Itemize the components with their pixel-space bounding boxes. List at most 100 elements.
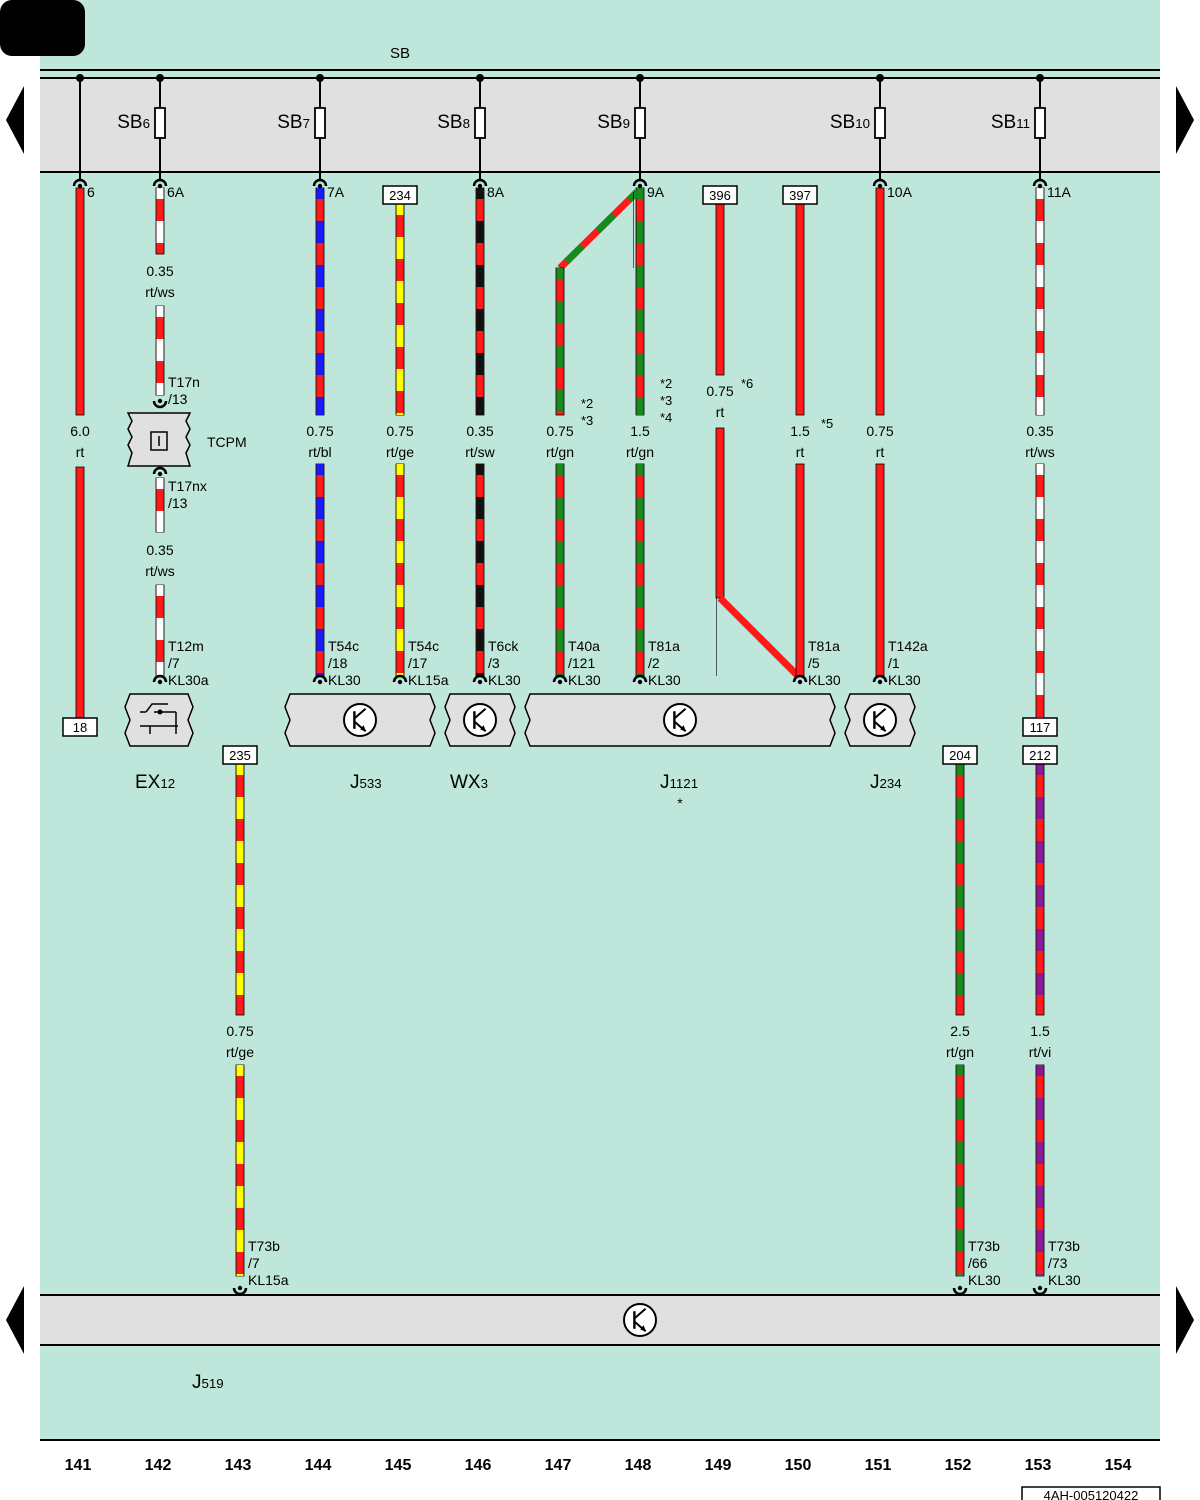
wire151-conn-2: KL30 (888, 672, 921, 688)
wire149-color: rt (716, 404, 725, 420)
fuse-symbol (474, 107, 486, 139)
column-number: 153 (1025, 1457, 1052, 1474)
fuse-band (40, 78, 1160, 172)
ex12-symbol-node (157, 709, 163, 715)
wire152-conn-2: KL30 (968, 1272, 1001, 1288)
wx3-transistor-collector (473, 708, 487, 720)
wire148-note-2: *4 (660, 410, 672, 425)
wire153-top: 11A (1047, 184, 1072, 200)
bus-node (476, 74, 484, 82)
wire153l-conn-1: /73 (1048, 1255, 1068, 1271)
wire142-t17n-conn-1: /13 (168, 391, 188, 407)
pin-T54c-18-dot (317, 679, 323, 685)
pin-T54c-17-dot (397, 679, 403, 685)
wire148-note-0: *2 (660, 376, 672, 391)
wires-layer (75, 187, 1045, 1277)
pin-T81a-5 (792, 674, 808, 683)
wire148-conn-0: T81a (648, 638, 680, 654)
footer-code-box (1021, 1486, 1161, 1500)
box-18-text: 18 (73, 720, 87, 735)
wire146-color: rt/sw (465, 444, 495, 460)
pin-9A-dot (637, 183, 643, 189)
tcpm-icon (150, 431, 168, 451)
j234-transistor (863, 703, 897, 737)
pin-T17n (152, 400, 168, 409)
page-prev-arrow-top[interactable] (6, 86, 24, 154)
column-number: 150 (785, 1457, 812, 1474)
wire147-size: 0.75 (546, 423, 573, 439)
fuse-symbol (634, 107, 646, 139)
wire148-note-1: *3 (660, 393, 672, 408)
page-prev-arrow-bottom[interactable] (6, 1286, 24, 1354)
wire150-size: 1.5 (790, 423, 810, 439)
labels-layer: 66.0rt6A0.35rt/wsT17n/13TCPMT17nx/130.35… (70, 184, 1081, 1393)
pin-T17nx-dot (157, 471, 163, 477)
column-number: 142 (145, 1457, 172, 1474)
pin-T73b-73-dot (1037, 1285, 1043, 1291)
wire144-color: rt/bl (308, 444, 331, 460)
bus-label: SB (390, 45, 410, 62)
wire142b-color: rt/ws (145, 563, 175, 579)
column-number: 141 (65, 1457, 92, 1474)
wire146-size: 0.35 (466, 423, 493, 439)
wire-141a (75, 187, 85, 416)
wire141-top: 6 (87, 184, 95, 200)
box-235-text: 235 (229, 748, 251, 763)
pin-T6ck (472, 674, 488, 683)
wire147-conn-0: T40a (568, 638, 600, 654)
wire143-conn-1: /7 (248, 1255, 260, 1271)
j533-transistor (343, 703, 377, 737)
pin-T81a-5-dot (797, 679, 803, 685)
page-next-arrow-bottom[interactable] (1176, 1286, 1194, 1354)
j519-transistor-collector (633, 1308, 647, 1320)
column-number: 148 (625, 1457, 652, 1474)
pin-10A (872, 178, 888, 187)
wire-147-diag-stripe (557, 189, 640, 271)
wire145-conn-1: /17 (408, 655, 428, 671)
wire-150a (795, 203, 805, 416)
wire151-conn-1: /1 (888, 655, 900, 671)
j519-band (40, 1295, 1160, 1345)
fuse-label: SB10 (830, 112, 870, 133)
pin-11A-dot (1037, 183, 1043, 189)
wire153u-color: rt/ws (1025, 444, 1055, 460)
j519-transistor-arrow (640, 1325, 647, 1332)
component-j1121-note: * (677, 795, 683, 811)
bus-node (76, 74, 84, 82)
column-number: 154 (1105, 1457, 1132, 1474)
component-j234: J234 (870, 772, 902, 793)
page-next-arrow-top[interactable] (1176, 86, 1194, 154)
j519-transistor (623, 1303, 657, 1337)
bus-node (316, 74, 324, 82)
wire153l-size: 1.5 (1030, 1023, 1050, 1039)
ex12-symbol (140, 703, 178, 734)
wire142b-size: 0.35 (146, 542, 173, 558)
fuse-label: SB6 (117, 112, 150, 133)
column-number: 151 (865, 1457, 892, 1474)
j234-transistor-arrow (880, 725, 887, 732)
bus-node (876, 74, 884, 82)
wire141-size: 6.0 (70, 423, 90, 439)
pin-11A (1032, 178, 1048, 187)
bus-node (156, 74, 164, 82)
wire145-conn-2: KL15a (408, 672, 449, 688)
pin-T40a-dot (557, 679, 563, 685)
wire150-conn-1: /5 (808, 655, 820, 671)
wire143-color: rt/ge (226, 1044, 254, 1060)
wire-150b (795, 463, 805, 677)
wire142-t17nx-conn-0: T17nx (168, 478, 207, 494)
pin-T17nx (152, 466, 168, 475)
wire152-size: 2.5 (950, 1023, 970, 1039)
wire142-top: 6A (167, 184, 185, 200)
box-234-text: 234 (389, 188, 411, 203)
wire151-top: 10A (887, 184, 913, 200)
pin-T54c-18 (312, 674, 328, 683)
box-396-text: 396 (709, 188, 731, 203)
page-tab (0, 0, 85, 56)
fuse-symbol (1034, 107, 1046, 139)
pin-T54c-17 (392, 674, 408, 683)
j234-transistor-collector (873, 708, 887, 720)
wire141-color: rt (76, 444, 85, 460)
